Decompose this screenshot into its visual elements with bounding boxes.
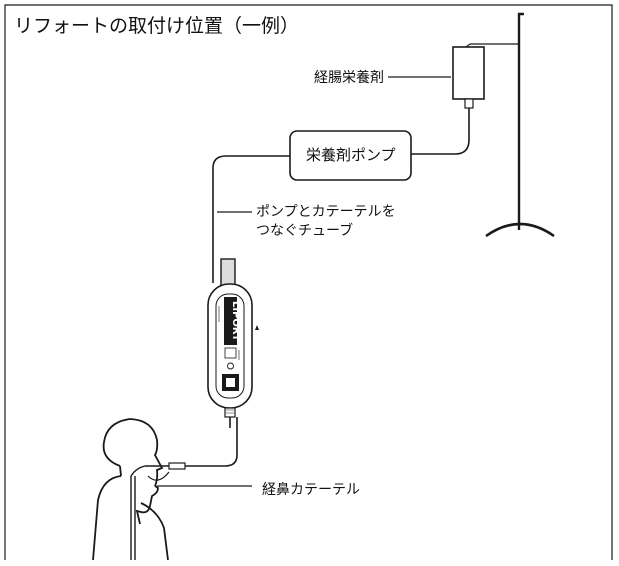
catheter-label: 経鼻カテーテル	[262, 482, 360, 498]
tube-pump-to-device	[212, 155, 290, 283]
tube-label: ポンプとカテーテルを つなぐチューブ	[256, 203, 396, 241]
iv-stand	[470, 12, 555, 238]
tube-label-line2: つなぐチューブ	[256, 223, 354, 239]
patient	[92, 418, 169, 561]
feeding-bag	[388, 43, 485, 116]
tube-bag-to-pump	[411, 116, 470, 155]
pump-label: 栄養剤ポンプ	[306, 146, 396, 164]
tube-label-line1: ポンプとカテーテルを	[256, 204, 396, 220]
liport-device	[207, 258, 259, 418]
diagram-title: リフォートの取付け位置（一例）	[14, 15, 300, 37]
catheter	[145, 462, 252, 487]
diagram-border	[4, 4, 613, 560]
device-logo: LIPORT	[230, 301, 241, 341]
tube-device-to-catheter	[185, 417, 238, 467]
feeding-bag-label: 経腸栄養剤	[314, 70, 384, 86]
